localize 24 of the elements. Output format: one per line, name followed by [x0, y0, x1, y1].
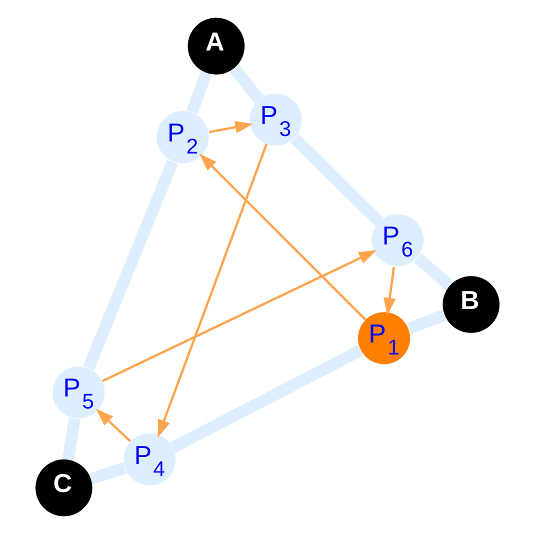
arrow — [95, 408, 131, 442]
node-circle: P$_{1}$ — [358, 312, 410, 364]
node-circle: C — [34, 459, 92, 516]
node-circle: P$_{5}$ — [52, 366, 104, 418]
connector — [170, 345, 363, 453]
arrow — [198, 154, 366, 320]
arrow — [208, 121, 253, 134]
connector — [229, 64, 264, 104]
connector — [290, 134, 383, 226]
arrow — [382, 266, 396, 316]
connector — [88, 462, 126, 484]
arrow — [102, 250, 376, 382]
connector — [413, 253, 453, 290]
node-circle: B — [442, 276, 500, 333]
node-circle: A — [187, 18, 244, 75]
node-circle: P$_{6}$ — [371, 214, 424, 266]
connector — [406, 309, 446, 334]
connector — [82, 160, 178, 370]
connector — [186, 70, 212, 114]
arrow — [157, 144, 268, 438]
node-circle: P$_{2}$ — [156, 111, 208, 164]
node-circle: P$_{4}$ — [123, 433, 176, 486]
node-circle: P$_{3}$ — [249, 94, 302, 146]
connector — [62, 418, 80, 461]
